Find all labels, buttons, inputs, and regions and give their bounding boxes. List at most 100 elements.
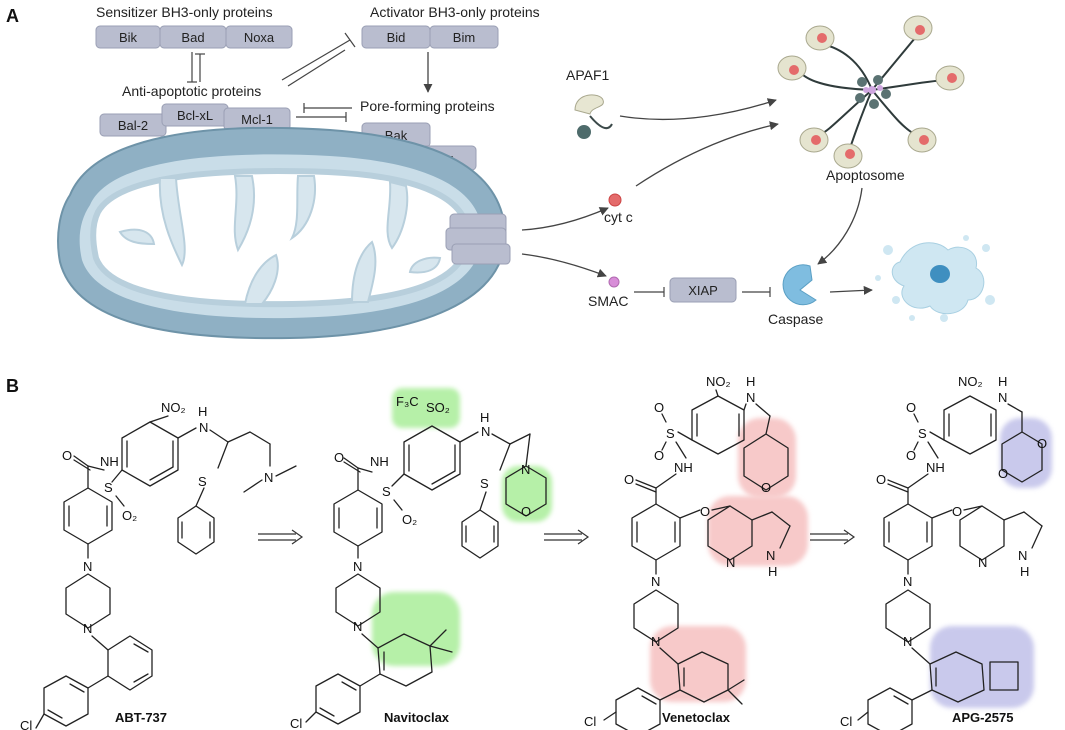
venetoclax-cyclohexene-highlight bbox=[650, 626, 746, 702]
svg-text:O: O bbox=[62, 448, 72, 463]
caspase-to-death-arrow bbox=[829, 285, 873, 295]
cytc-label: cyt c bbox=[604, 209, 633, 225]
svg-text:O: O bbox=[998, 466, 1008, 481]
svg-text:Cl: Cl bbox=[584, 714, 596, 729]
venetoclax-structure: NO₂ H N O S O O NH O O N N H N N bbox=[584, 374, 808, 730]
pore-complex bbox=[445, 213, 511, 265]
svg-text:N: N bbox=[264, 470, 273, 485]
svg-text:N: N bbox=[353, 559, 362, 574]
mito-to-cytc-arrow bbox=[521, 207, 609, 231]
svg-text:H: H bbox=[768, 564, 777, 579]
svg-text:Cl: Cl bbox=[20, 718, 32, 730]
mitochondrion-cristae bbox=[118, 175, 442, 305]
activator-title: Activator BH3-only proteins bbox=[370, 4, 540, 20]
mitochondrion bbox=[57, 126, 511, 340]
cytc-to-apoptosome-arrow bbox=[635, 121, 779, 187]
svg-text:S: S bbox=[382, 484, 391, 499]
svg-text:S: S bbox=[198, 474, 207, 489]
venetoclax-azaindole-highlight bbox=[708, 496, 808, 566]
arrow-abt737-to-navitoclax bbox=[258, 529, 304, 545]
svg-text:N: N bbox=[1018, 548, 1027, 563]
bclxl-label: Bcl-xL bbox=[177, 108, 213, 123]
mcl1-label: Mcl-1 bbox=[241, 112, 273, 127]
svg-text:O: O bbox=[624, 472, 634, 487]
svg-text:O: O bbox=[334, 450, 344, 465]
svg-text:N: N bbox=[903, 634, 912, 649]
caspase-icon bbox=[782, 264, 817, 306]
compound-apg2575-label: APG-2575 bbox=[952, 710, 1013, 725]
bal2-label: Bal-2 bbox=[118, 118, 148, 133]
arrow-venetoclax-to-apg2575 bbox=[810, 529, 856, 545]
svg-text:S: S bbox=[104, 480, 113, 495]
svg-text:N: N bbox=[998, 390, 1007, 405]
apoptosome-to-caspase-arrow bbox=[817, 187, 863, 265]
sensitizer-boxes: Bik Bad Noxa bbox=[95, 25, 293, 49]
mito-to-smac-arrow bbox=[521, 253, 607, 278]
compound-navitoclax-label: Navitoclax bbox=[384, 710, 450, 725]
caspase-label: Caspase bbox=[768, 311, 823, 327]
xiap-label: XIAP bbox=[688, 283, 718, 298]
bim-label: Bim bbox=[453, 30, 475, 45]
navitoclax-cyclohexene-highlight bbox=[372, 592, 460, 666]
apg2575-structure: NO₂ H N O O S O O NH O O N N H N N bbox=[840, 374, 1052, 730]
svg-text:N: N bbox=[481, 424, 490, 439]
svg-text:N: N bbox=[521, 462, 530, 477]
bim-box bbox=[429, 25, 499, 49]
svg-text:NO₂: NO₂ bbox=[706, 374, 731, 389]
apaf1-label: APAF1 bbox=[566, 67, 610, 83]
compound-venetoclax-label: Venetoclax bbox=[662, 710, 731, 725]
apaf1-icon bbox=[574, 94, 613, 139]
svg-text:NH: NH bbox=[674, 460, 693, 475]
compound-abt737-label: ABT-737 bbox=[115, 710, 167, 725]
anti-apoptotic-title: Anti-apoptotic proteins bbox=[122, 83, 261, 99]
activator-boxes: Bid Bim bbox=[361, 25, 499, 49]
svg-text:S: S bbox=[480, 476, 489, 491]
svg-text:H: H bbox=[1020, 564, 1029, 579]
anti-pore-inhibition bbox=[296, 103, 352, 122]
smac-label: SMAC bbox=[588, 293, 628, 309]
svg-text:Cl: Cl bbox=[290, 716, 302, 730]
svg-text:O: O bbox=[1037, 436, 1047, 451]
svg-text:N: N bbox=[726, 555, 735, 570]
svg-text:N: N bbox=[199, 420, 208, 435]
bik-label: Bik bbox=[119, 30, 138, 45]
svg-text:NO₂: NO₂ bbox=[958, 374, 983, 389]
svg-text:S: S bbox=[918, 426, 927, 441]
svg-text:N: N bbox=[978, 555, 987, 570]
svg-text:SO₂: SO₂ bbox=[426, 400, 450, 415]
pore-title: Pore-forming proteins bbox=[360, 98, 495, 114]
svg-text:O: O bbox=[654, 400, 664, 415]
bid-label: Bid bbox=[387, 30, 406, 45]
apoptosome-label: Apoptosome bbox=[826, 167, 905, 183]
venetoclax-oxane-highlight bbox=[738, 418, 796, 498]
svg-text:NH: NH bbox=[370, 454, 389, 469]
svg-text:O₂: O₂ bbox=[402, 512, 417, 527]
bad-label: Bad bbox=[181, 30, 204, 45]
panel-b-label: B bbox=[6, 376, 19, 396]
svg-text:H: H bbox=[998, 374, 1007, 389]
svg-text:O: O bbox=[761, 480, 771, 495]
svg-text:N: N bbox=[83, 621, 92, 636]
svg-text:O: O bbox=[521, 504, 531, 519]
svg-text:H: H bbox=[198, 404, 207, 419]
svg-text:H: H bbox=[746, 374, 755, 389]
svg-text:N: N bbox=[903, 574, 912, 589]
svg-text:NH: NH bbox=[100, 454, 119, 469]
sensitizer-inhibition bbox=[187, 52, 205, 83]
xiap-box: XIAP bbox=[669, 277, 737, 303]
smac-icon bbox=[608, 276, 620, 288]
apg2575-dioxane-highlight bbox=[1000, 418, 1052, 488]
svg-text:N: N bbox=[766, 548, 775, 563]
svg-text:H: H bbox=[480, 410, 489, 425]
svg-text:N: N bbox=[83, 559, 92, 574]
svg-text:O₂: O₂ bbox=[122, 508, 137, 523]
xiap-inhibits-caspase bbox=[742, 287, 771, 297]
svg-text:NH: NH bbox=[926, 460, 945, 475]
apoptosome-icon bbox=[777, 15, 965, 169]
abt737-structure: NO₂ H N N S S O₂ NH O N N bbox=[20, 400, 297, 730]
apaf1-to-apoptosome-arrow bbox=[619, 98, 777, 121]
svg-text:O: O bbox=[906, 400, 916, 415]
svg-text:O: O bbox=[700, 504, 710, 519]
cytc-icon bbox=[608, 193, 622, 207]
